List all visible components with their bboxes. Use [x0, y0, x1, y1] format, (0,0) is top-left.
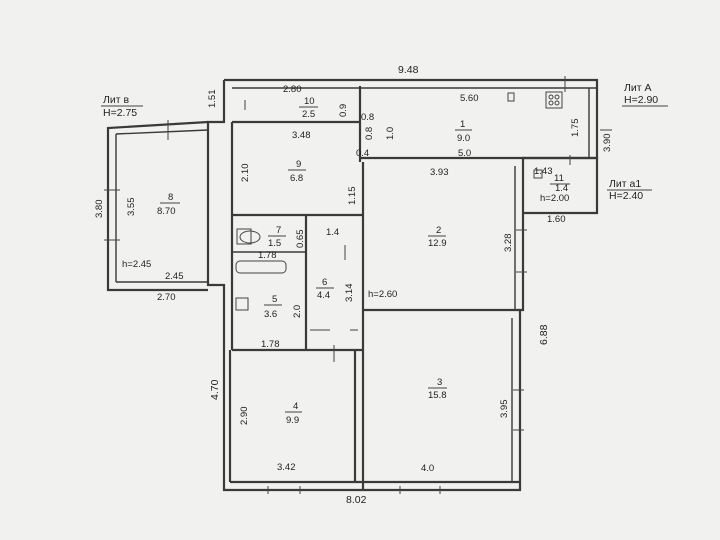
- dim-0-4: 0.4: [356, 148, 369, 159]
- heater-icon: [533, 169, 543, 179]
- dim-4-0: 4.0: [421, 463, 434, 474]
- overall-bottom-label: 8.02: [346, 494, 367, 506]
- room-11-number: 11: [554, 173, 564, 184]
- dim-1-60: 1.60: [547, 214, 566, 225]
- dim-3-55: 3.55: [126, 198, 137, 217]
- room-7-number: 7: [276, 225, 281, 236]
- dim-3-93: 3.93: [430, 167, 449, 178]
- lit-a-title: Лит А: [624, 82, 652, 94]
- dim-3-28: 3.28: [503, 234, 514, 253]
- labels: 9.48 8.02 4.70 6.88 Лит А H=2.90 Лит в H…: [94, 64, 668, 506]
- room-2-area: 12.9: [428, 238, 447, 249]
- room-1-number: 1: [460, 119, 465, 130]
- burner-icon: [554, 100, 560, 106]
- stove-icon: [545, 91, 563, 109]
- room-1-dim: 5.60: [460, 93, 479, 104]
- dim-1-43: 1.43: [534, 166, 553, 177]
- bathtub-icon: [235, 260, 287, 274]
- dim-2-70: 2.70: [157, 292, 176, 303]
- toilet-icon: [236, 228, 252, 245]
- room-8-inner-top: [115, 129, 209, 135]
- dim-0-8-b: 0.8: [364, 127, 375, 140]
- openings: [104, 76, 612, 494]
- room-11-height: h=2.00: [540, 193, 569, 204]
- lit-a1-height: H=2.40: [609, 190, 643, 202]
- burner-icon: [548, 94, 554, 100]
- dim-1-0: 1.0: [385, 127, 396, 140]
- dim-0-8: 0.8: [361, 112, 374, 123]
- toilet-bowl-icon: [239, 230, 261, 244]
- room-8-area: 8.70: [157, 206, 176, 217]
- dim-1-78-b: 1.78: [261, 339, 280, 350]
- room-1-area: 9.0: [457, 133, 470, 144]
- room-4-area: 9.9: [286, 415, 299, 426]
- dim-1-75: 1.75: [570, 119, 581, 138]
- dim-5-0: 5.0: [458, 148, 471, 159]
- room-9-number: 9: [296, 159, 301, 170]
- dim-2-10: 2.10: [240, 164, 251, 183]
- sink-icon: [235, 297, 249, 311]
- dim-0-65: 0.65: [295, 230, 306, 249]
- walls: [106, 78, 599, 492]
- dim-1-4: 1.4: [326, 227, 339, 238]
- lit-a1-title: Лит а1: [609, 178, 641, 190]
- room-3-area: 15.8: [428, 390, 447, 401]
- dim-1-15: 1.15: [347, 187, 358, 206]
- dim-3-80: 3.80: [94, 200, 105, 219]
- lit-v-title: Лит в: [103, 94, 129, 106]
- fixtures: [235, 91, 563, 311]
- room-9-area: 6.8: [290, 173, 303, 184]
- room-10-area: 2.5: [302, 109, 315, 120]
- dim-2-90: 2.90: [239, 407, 250, 426]
- room-5-area: 3.6: [264, 309, 277, 320]
- dim-3-95: 3.95: [499, 400, 510, 419]
- dim-3-42: 3.42: [277, 462, 296, 473]
- kitchen-sink-icon: [507, 92, 515, 102]
- lit-a-height: H=2.90: [624, 94, 658, 106]
- dim-0-9: 0.9: [338, 104, 349, 117]
- room-6-area: 4.4: [317, 290, 330, 301]
- room-10-dim: 2.80: [283, 84, 302, 95]
- left-height-label: 4.70: [209, 379, 221, 400]
- dim-3-14: 3.14: [344, 284, 355, 303]
- room-7-area: 1.5: [268, 238, 281, 249]
- room-labels: 5.60 1 9.0 2 12.9 3 15.8 4 9.9 5 3.6 6 4…: [157, 84, 570, 426]
- h-2-45: h=2.45: [122, 259, 151, 270]
- h-2-60: h=2.60: [368, 289, 397, 300]
- room-2-number: 2: [436, 225, 441, 236]
- room-4-number: 4: [293, 401, 298, 412]
- room-11-area: 1.4: [555, 183, 568, 194]
- right-height-label: 6.88: [538, 324, 550, 345]
- dim-2-45: 2.45: [165, 271, 184, 282]
- burner-icon: [554, 94, 560, 100]
- lit-v-height: H=2.75: [103, 107, 137, 119]
- burner-icon: [548, 100, 554, 106]
- room-10-number: 10: [304, 96, 315, 107]
- room-6-number: 6: [322, 277, 327, 288]
- overall-length-label: 9.48: [398, 64, 419, 76]
- room-8-number: 8: [168, 192, 173, 203]
- room-8-wall: [106, 120, 209, 292]
- room-3-number: 3: [437, 377, 442, 388]
- dim-1-51: 1.51: [207, 90, 218, 109]
- dim-3-90: 3.90: [602, 134, 613, 153]
- room-5-number: 5: [272, 294, 277, 305]
- dim-2-0: 2.0: [292, 305, 303, 318]
- room-9-dim: 3.48: [292, 130, 311, 141]
- dim-1-78: 1.78: [258, 250, 277, 261]
- room-11-wall: [523, 156, 599, 215]
